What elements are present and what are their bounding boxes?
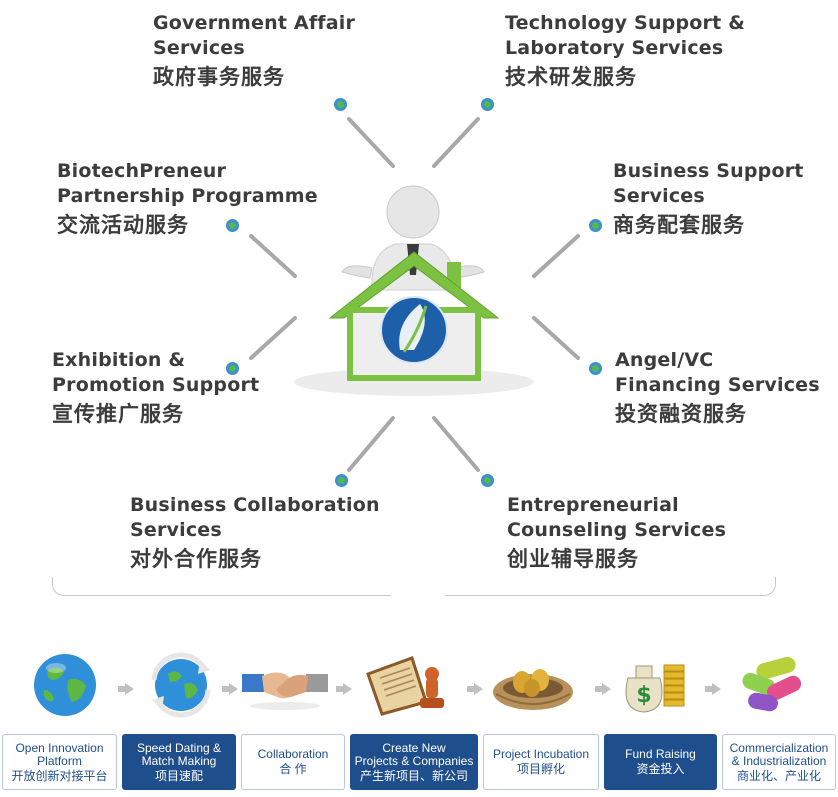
step-commercialization: Commercialization & Industrialization 商业…	[722, 734, 836, 790]
service-chinese-title: 创业辅导服务	[507, 547, 639, 571]
divider-line	[52, 577, 391, 596]
service-title: Exhibition &	[52, 349, 186, 371]
connector-dot	[589, 362, 602, 375]
connector-dot	[481, 98, 494, 111]
step-title: & Industrialization	[731, 753, 827, 768]
connector-dot	[226, 219, 239, 232]
step-title: Fund Raising	[625, 747, 696, 761]
service-chinese-title: 商务配套服务	[613, 213, 745, 237]
service-chinese-title: 政府事务服务	[153, 65, 285, 89]
service-title: Business Collaboration	[130, 494, 380, 516]
connector-dot	[481, 474, 494, 487]
connector-line	[347, 416, 395, 472]
connector-dot	[226, 362, 239, 375]
step-chinese-title: 资金投入	[636, 762, 685, 776]
service-entrepreneurial-counseling: Entrepreneurial Counseling Services 创业辅导…	[507, 493, 726, 574]
connector-lines	[249, 117, 580, 472]
connector-line	[532, 316, 580, 360]
service-title: Government Affair	[153, 12, 356, 34]
service-title: Services	[153, 37, 245, 59]
service-title: Services	[613, 185, 705, 207]
step-title: Project Incubation	[492, 747, 590, 761]
person-figure-icon	[341, 185, 485, 291]
step-chinese-title: 项目速配	[154, 768, 203, 783]
step-title: Create New	[382, 740, 446, 755]
money-bag-icon: $	[625, 664, 685, 713]
arrow-right-icon	[336, 683, 352, 695]
step-fund-raising: Fund Raising 资金投入	[604, 734, 717, 790]
service-title: Technology Support &	[505, 12, 745, 34]
step-chinese-title: 开放创新对接平台	[11, 768, 108, 783]
service-title: BiotechPreneur	[57, 160, 227, 182]
step-title: Match Making	[141, 753, 217, 768]
service-exhibition-promotion: Exhibition & Promotion Support 宣传推广服务	[52, 348, 259, 429]
arrow-right-icon	[118, 683, 134, 695]
divider-line	[445, 577, 776, 596]
service-title: Angel/VC	[615, 349, 714, 371]
service-title: Business Support	[613, 160, 804, 182]
step-chinese-title: 项目孵化	[516, 762, 565, 776]
connector-dot	[334, 98, 347, 111]
arrow-right-icon	[595, 683, 611, 695]
service-chinese-title: 投资融资服务	[615, 402, 747, 426]
step-chinese-title: 商业化、产业化	[736, 768, 821, 783]
service-title: Financing Services	[615, 374, 820, 396]
house-icon	[328, 251, 500, 381]
svg-text:$: $	[636, 683, 651, 708]
service-business-support: Business Support Services 商务配套服务	[613, 159, 804, 240]
globe-icon	[34, 654, 96, 716]
connector-line	[347, 117, 395, 168]
arrow-right-icon	[467, 683, 483, 695]
nest-eggs-icon	[493, 669, 573, 710]
step-chinese-title: 产生新项目、新公司	[359, 768, 468, 783]
service-chinese-title: 对外合作服务	[130, 547, 262, 571]
service-title: Promotion Support	[52, 374, 260, 396]
capsules-icon	[742, 656, 802, 712]
step-title: Speed Dating &	[136, 740, 222, 755]
service-chinese-title: 宣传推广服务	[52, 402, 184, 426]
connector-line	[432, 117, 480, 168]
step-collaboration: Collaboration 合 作	[241, 734, 345, 790]
arrow-right-icon	[705, 683, 721, 695]
connector-line	[532, 234, 580, 278]
step-speed-dating: Speed Dating & Match Making 项目速配	[122, 734, 236, 790]
step-title: Collaboration	[257, 747, 329, 761]
service-title: Services	[130, 519, 222, 541]
service-business-collaboration: Business Collaboration Services 对外合作服务	[130, 493, 380, 574]
step-title: Platform	[37, 753, 82, 768]
document-seal-icon	[366, 656, 444, 716]
service-title: Partnership Programme	[57, 185, 318, 207]
handshake-icon	[242, 672, 328, 710]
service-chinese-title: 交流活动服务	[57, 213, 189, 237]
step-chinese-title: 合 作	[279, 762, 307, 776]
service-title: Entrepreneurial	[507, 494, 679, 516]
step-open-innovation-platform: Open Innovation Platform 开放创新对接平台	[2, 734, 117, 790]
connector-dot	[589, 219, 602, 232]
step-title: Open Innovation	[15, 740, 104, 755]
connector-line	[249, 316, 297, 360]
service-government-affair: Government Affair Services 政府事务服务	[153, 11, 355, 92]
service-biotechpreneur: BiotechPreneur Partnership Programme 交流活…	[57, 159, 318, 240]
globe-arrows-icon	[151, 652, 211, 718]
step-title: Commercialization	[729, 740, 829, 755]
service-chinese-title: 技术研发服务	[505, 65, 637, 89]
step-create-new-projects: Create New Projects & Companies 产生新项目、新公…	[350, 734, 478, 790]
connector-line	[432, 416, 480, 472]
service-angel-vc: Angel/VC Financing Services 投资融资服务	[615, 348, 820, 429]
hub-diagram	[249, 117, 580, 472]
step-title: Projects & Companies	[354, 753, 474, 768]
arrow-right-icon	[222, 683, 238, 695]
service-title: Counseling Services	[507, 519, 727, 541]
connector-dot	[335, 474, 348, 487]
step-project-incubation: Project Incubation 项目孵化	[483, 734, 599, 790]
connector-line	[249, 234, 297, 278]
service-technology-support: Technology Support & Laboratory Services…	[505, 11, 745, 92]
service-title: Laboratory Services	[505, 37, 724, 59]
